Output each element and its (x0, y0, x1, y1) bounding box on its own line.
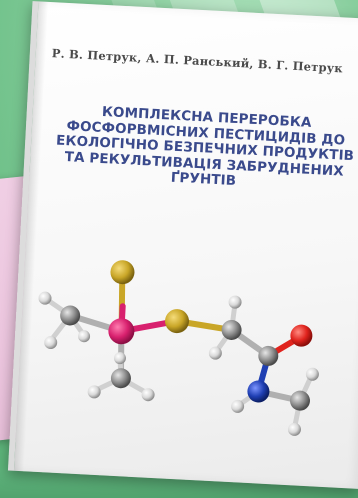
molecule-atoms (38, 260, 319, 436)
nitrogen-atom (247, 380, 270, 403)
carbon-atom (221, 319, 242, 340)
hydrogen-atom (208, 346, 222, 360)
hydrogen-atom (231, 399, 245, 413)
phosphorus-atom (108, 318, 135, 345)
hydrogen-atom (305, 367, 319, 381)
molecule-illustration (38, 260, 319, 436)
carbon-atom (258, 345, 279, 366)
hydrogen-atom (113, 352, 126, 365)
oxygen-atom (290, 324, 313, 347)
hydrogen-atom (78, 330, 91, 343)
hydrogen-atom (44, 336, 58, 350)
hydrogen-atom (38, 291, 52, 305)
book-cover: Р. В. Петрук, А. П. Ранський, В. Г. Петр… (7, 1, 358, 489)
hydrogen-atom (287, 422, 301, 436)
carbon-atom (60, 305, 81, 326)
carbon-atom (110, 368, 131, 389)
sulfur-atom (110, 260, 135, 285)
hydrogen-atom (228, 295, 242, 309)
hydrogen-atom (141, 388, 155, 402)
carbon-atom (289, 390, 310, 411)
sulfur-atom (164, 309, 189, 334)
hydrogen-atom (87, 385, 101, 399)
